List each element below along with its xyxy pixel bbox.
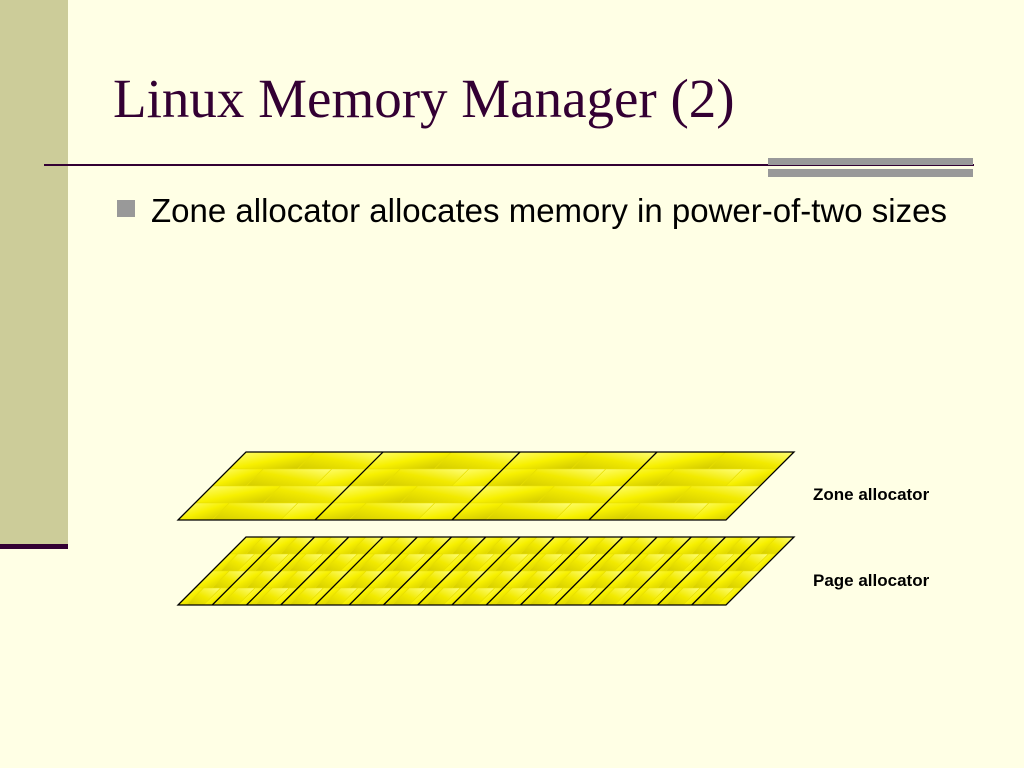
zone-block-block-divider bbox=[588, 451, 658, 521]
page-block-block-divider bbox=[588, 536, 658, 606]
page-block-block-divider bbox=[520, 536, 589, 606]
slide-title: Linux Memory Manager (2) bbox=[113, 68, 735, 129]
page-allocator-label: Page allocator bbox=[813, 571, 930, 590]
bullet-item: Zone allocator allocates memory in power… bbox=[151, 192, 947, 229]
page-block-block-divider bbox=[451, 536, 521, 606]
page-block-block-divider bbox=[211, 536, 281, 606]
zone-block-outline bbox=[176, 451, 796, 521]
page-block-outline bbox=[176, 536, 796, 606]
page-block-block-divider bbox=[417, 536, 487, 606]
zone-allocator-label: Zone allocator bbox=[813, 485, 930, 504]
page-block-block-divider bbox=[657, 536, 726, 606]
page-block-block-divider bbox=[691, 536, 761, 606]
title-underline bbox=[44, 164, 974, 166]
page-block-block-divider bbox=[246, 536, 315, 606]
bullet-square-icon bbox=[117, 200, 135, 217]
page-block-block-divider bbox=[348, 536, 418, 606]
page-block-block-divider bbox=[622, 536, 692, 606]
page-block-block-divider bbox=[383, 536, 452, 606]
page-block-block-divider bbox=[485, 536, 555, 606]
left-band-rule bbox=[0, 544, 68, 549]
page-block-block-divider bbox=[314, 536, 384, 606]
page-block-block-divider bbox=[554, 536, 624, 606]
left-decorative-band bbox=[0, 0, 68, 546]
zone-allocator-layer bbox=[176, 451, 796, 521]
title-underline-accent bbox=[768, 158, 973, 178]
zone-block-block-divider bbox=[451, 451, 521, 521]
page-allocator-layer bbox=[176, 536, 796, 606]
page-block-block-divider bbox=[280, 536, 350, 606]
zone-block-block-divider bbox=[314, 451, 384, 521]
